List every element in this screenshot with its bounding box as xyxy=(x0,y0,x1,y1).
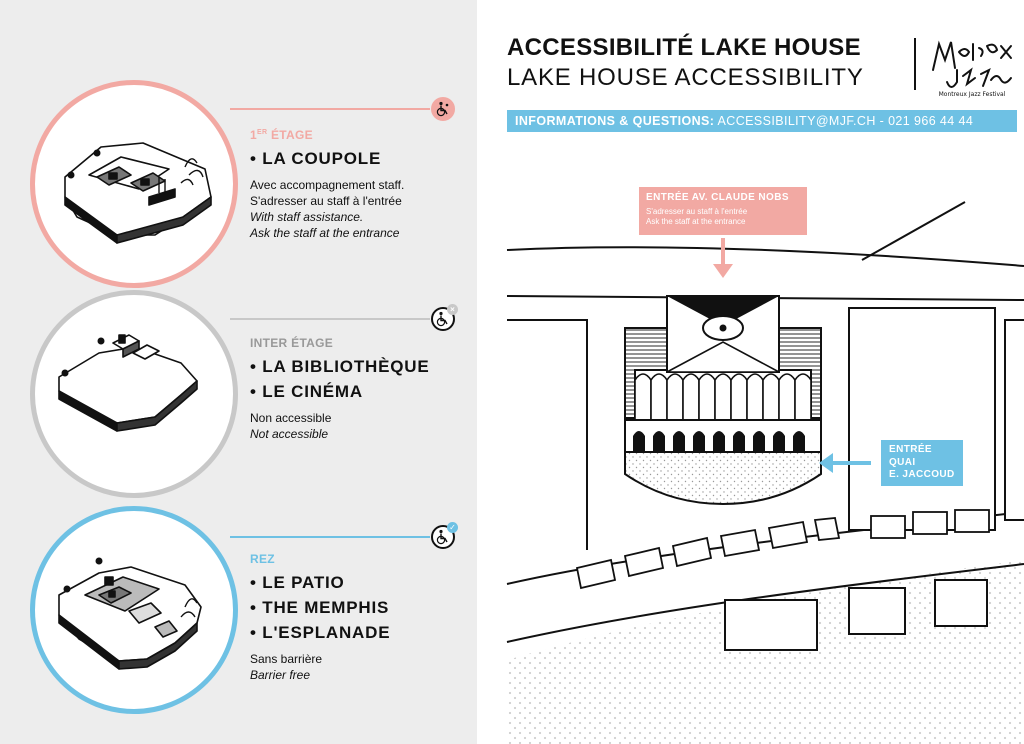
venue-name: • LA COUPOLE xyxy=(250,149,382,168)
road-north xyxy=(506,246,1024,267)
level-label: INTER ÉTAGE xyxy=(250,336,334,350)
floor-plan-ground xyxy=(30,506,238,714)
info-bar: INFORMATIONS & QUESTIONS: ACCESSIBILITY@… xyxy=(507,110,1017,132)
map-panel: ACCESSIBILITÉ LAKE HOUSE LAKE HOUSE ACCE… xyxy=(477,0,1024,744)
floor-first: 1ER ÉTAGE • LA COUPOLE Avec accompagneme… xyxy=(0,28,477,288)
page-subtitle: LAKE HOUSE ACCESSIBILITY xyxy=(507,64,864,91)
floor-rule xyxy=(230,536,430,538)
road-diagonal xyxy=(861,201,966,261)
title-divider xyxy=(914,38,916,90)
floor-inter: × INTER ÉTAGE • LA BIBLIOTHÈQUE • LE CIN… xyxy=(0,240,477,498)
contact-link[interactable]: ACCESSIBILITY@MJF.CH - 021 966 44 44 xyxy=(717,114,974,128)
floor-plan-first xyxy=(30,80,238,288)
access-desc-fr: Avec accompagnement staff. S'adresser au… xyxy=(250,178,405,208)
lake-house-building xyxy=(624,295,822,506)
floor-plan-inter xyxy=(30,290,238,498)
entrance-arrow-east xyxy=(819,453,871,473)
block-west xyxy=(507,319,588,550)
venue-name: • LE CINÉMA xyxy=(250,382,363,401)
level-label: 1ER ÉTAGE xyxy=(250,128,313,142)
access-desc-en: Barrier free xyxy=(250,668,311,682)
access-desc-en: Not accessible xyxy=(250,427,329,441)
venue-name: • L'ESPLANADE xyxy=(250,623,391,642)
entrance-callout-north: ENTRÉE AV. CLAUDE NOBS S'adresser au sta… xyxy=(639,187,807,235)
access-desc-fr: Sans barrière xyxy=(250,652,323,666)
access-desc-en: With staff assistance. Ask the staff at … xyxy=(250,210,400,240)
quay-pavilions xyxy=(575,509,990,590)
accessible-badge: ✓ xyxy=(447,522,458,533)
floor-rule xyxy=(230,318,430,320)
building-block-east xyxy=(848,307,996,531)
shore-line xyxy=(506,563,1024,643)
not-accessible-badge: × xyxy=(447,304,458,315)
site-map xyxy=(506,201,1024,744)
entrance-callout-east: ENTRÉE QUAI E. JACCOUD xyxy=(881,440,963,486)
access-desc-fr: Non accessible xyxy=(250,411,332,425)
svg-text:Montreux Jazz Festival: Montreux Jazz Festival xyxy=(939,91,1006,98)
floor-rule xyxy=(230,108,430,110)
piers xyxy=(724,579,988,651)
wheelchair-assisted-icon xyxy=(431,97,455,121)
entrance-arrow-north xyxy=(713,238,733,278)
venue-name: • LE PATIO xyxy=(250,573,345,592)
montreux-jazz-logo: Montreux Jazz Festival xyxy=(932,40,1012,98)
building-block-far-east xyxy=(1004,319,1024,521)
venue-name: • LA BIBLIOTHÈQUE xyxy=(250,357,430,376)
level-label: REZ xyxy=(250,552,275,566)
floor-ground: ✓ REZ • LE PATIO • THE MEMPHIS • L'ESPLA… xyxy=(0,458,477,714)
floors-panel: 1ER ÉTAGE • LA COUPOLE Avec accompagneme… xyxy=(0,0,477,744)
page-title: ACCESSIBILITÉ LAKE HOUSE xyxy=(507,34,861,61)
venue-name: • THE MEMPHIS xyxy=(250,598,390,617)
